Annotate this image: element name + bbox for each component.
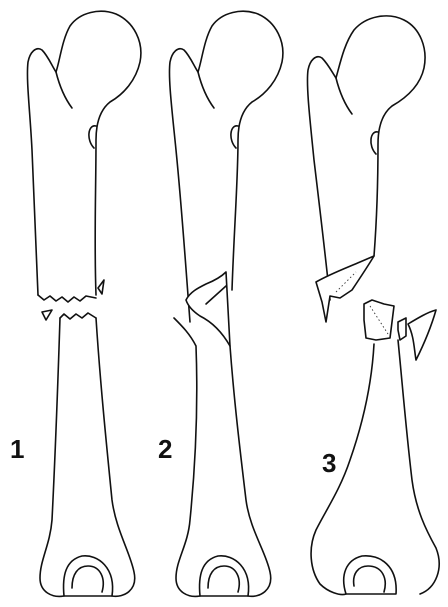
panel-2: 2 (158, 11, 283, 596)
panel-1-fragment-chip-right (98, 280, 104, 294)
panel-3-spike-fragment (408, 310, 436, 360)
panel-2-butterfly-fragment (186, 272, 230, 346)
panel-2-label: 2 (158, 434, 172, 464)
panel-3-label: 3 (322, 448, 336, 478)
panel-3-small-chip (398, 318, 406, 340)
panel-2-distal-fragment (174, 318, 271, 596)
panel-1-proximal-fragment (27, 11, 140, 302)
panel-1-distal-fragment (40, 313, 135, 596)
panel-1: 1 (10, 11, 141, 596)
panel-1-label: 1 (10, 434, 24, 464)
panel-3-proximal-fragment (307, 16, 425, 300)
panel-1-fragment-chip-left (42, 310, 52, 320)
panel-3: 3 (307, 16, 439, 595)
